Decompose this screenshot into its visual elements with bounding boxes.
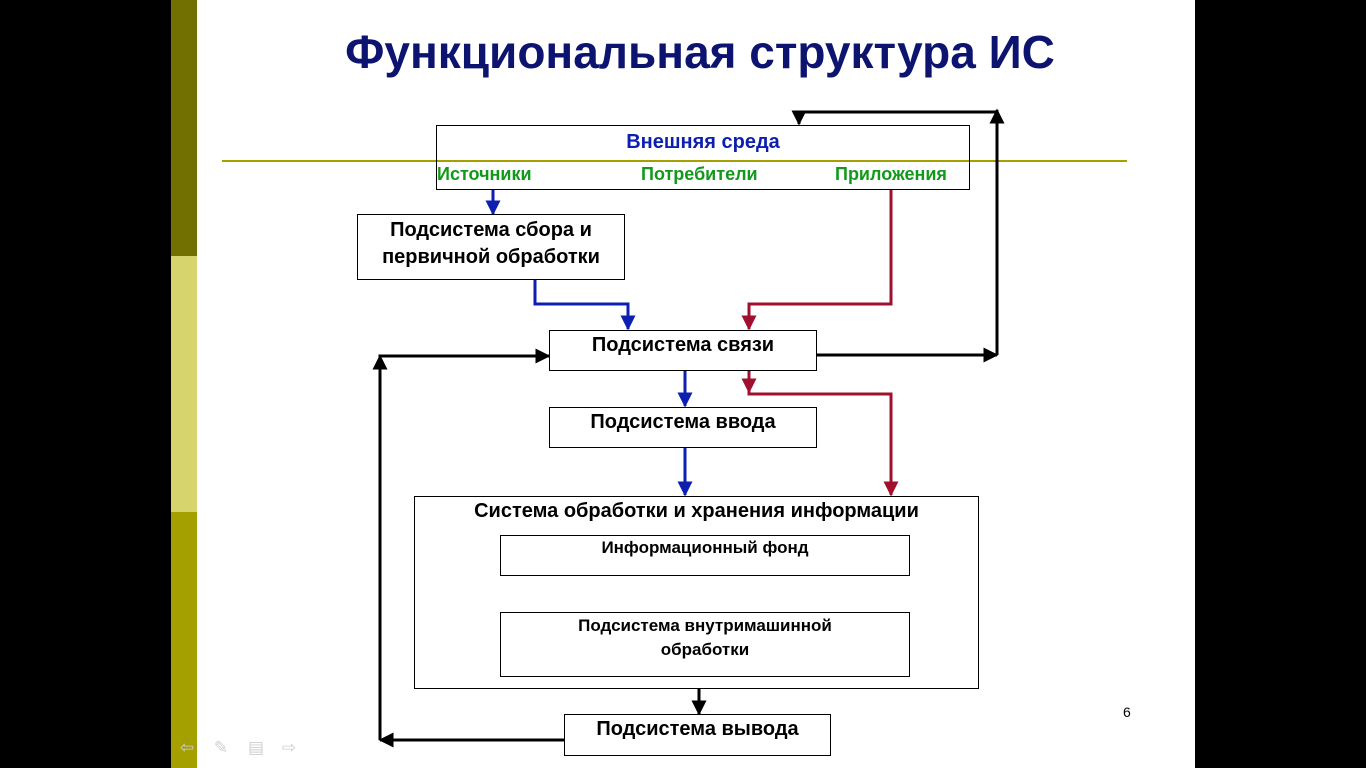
collection-subsystem-box bbox=[357, 214, 625, 280]
page-number: 6 bbox=[1123, 704, 1131, 720]
collection-subsystem-line1: Подсистема сбора и bbox=[390, 219, 592, 241]
arrow-applications-to-communication bbox=[741, 190, 893, 331]
arrow-feedback-to-external bbox=[791, 110, 999, 355]
internal-processing-line2: обработки bbox=[660, 640, 750, 659]
internal-processing-box bbox=[500, 612, 910, 677]
decor-stripe-middle bbox=[171, 256, 197, 512]
input-subsystem-box bbox=[549, 407, 817, 448]
processing-storage-label: Система обработки и хранения информации bbox=[474, 500, 919, 522]
forward-arrow-icon[interactable]: ⇨ bbox=[281, 738, 297, 757]
label-sources: Источники bbox=[437, 164, 532, 184]
label-applications: Приложения bbox=[835, 164, 947, 184]
slide-title: Функциональная структура ИС bbox=[345, 26, 1055, 78]
menu-icon[interactable]: ▤ bbox=[247, 738, 265, 757]
back-arrow-icon[interactable]: ⇦ bbox=[179, 738, 195, 757]
output-subsystem-label: Подсистема вывода bbox=[596, 718, 799, 740]
communication-subsystem-label: Подсистема связи bbox=[591, 334, 775, 356]
decor-stripe-top bbox=[171, 0, 197, 256]
external-environment-title: Внешняя среда bbox=[626, 131, 780, 153]
decor-stripe-bottom bbox=[171, 512, 197, 768]
slide: Функциональная структура ИС bbox=[171, 0, 1195, 768]
arrow-collection-to-communication bbox=[533, 280, 636, 331]
info-fund-label: Информационный фонд bbox=[601, 538, 809, 557]
input-subsystem-label: Подсистема ввода bbox=[590, 411, 776, 433]
output-subsystem-box bbox=[564, 714, 831, 756]
communication-subsystem-box bbox=[549, 330, 817, 371]
internal-processing-line1: Подсистема внутримашинной bbox=[578, 616, 832, 635]
info-fund-box bbox=[500, 535, 910, 576]
title-divider bbox=[222, 160, 1127, 162]
external-environment-box bbox=[436, 125, 970, 190]
pen-icon[interactable]: ✎ bbox=[213, 738, 229, 757]
collection-subsystem-line2: первичной обработки bbox=[382, 246, 600, 268]
label-consumers: Потребители bbox=[641, 164, 758, 184]
